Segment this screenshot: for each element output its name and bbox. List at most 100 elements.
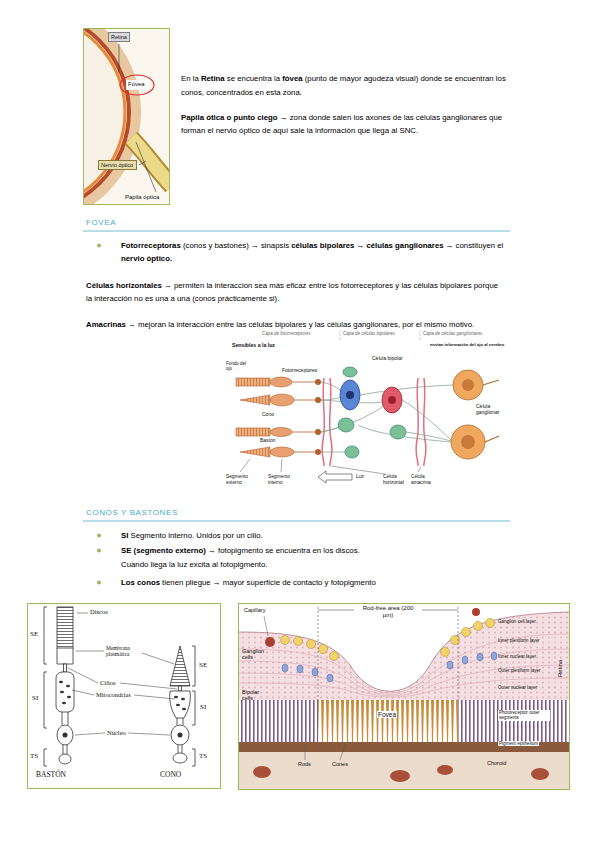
figure-label: Membrana plasmática — [106, 645, 142, 658]
bold-term: células bipolares — [291, 241, 354, 250]
bullet-dot — [97, 534, 101, 538]
rod-cone-drawing — [56, 672, 74, 712]
rod-cone-drawing — [177, 718, 183, 725]
rod-cone-drawing — [178, 745, 182, 753]
body-text: Cuando llega la luz excita al fotopigmen… — [121, 560, 268, 569]
retina-cell-diagram — [330, 378, 332, 466]
figure-label: Capillary — [244, 607, 265, 613]
fovea-cross-section — [238, 752, 569, 789]
retina-cell-diagram — [390, 425, 406, 439]
figure-label: Segmento externo — [226, 474, 256, 485]
retina-cell-diagram — [340, 331, 341, 341]
retina-cell-diagram — [346, 391, 354, 399]
bullet-item: SE (segmento externo)→ fotopigmento se e… — [121, 544, 521, 557]
retina-cell-diagram — [315, 449, 321, 455]
rod-cone-drawing — [64, 664, 67, 672]
bold-term: células ganglionares — [366, 241, 443, 250]
retina-cell-diagram — [270, 447, 294, 457]
figure-label: Núcleo — [107, 729, 126, 736]
figure-label: Cones — [332, 761, 348, 767]
body-text: se encuentra la — [227, 74, 280, 83]
callout-text: Nervio óptico — [101, 162, 133, 168]
callout-box: Nervio óptico — [98, 160, 137, 170]
figure-label: Choroid — [487, 760, 506, 766]
rod-cone-drawing — [63, 745, 67, 754]
retina-cell-diagram — [345, 446, 359, 458]
rod-cone-drawing — [57, 607, 73, 648]
body-text: → constituyen el — [446, 241, 504, 250]
fovea-cross-section — [486, 619, 495, 628]
rod-cone-drawing — [28, 604, 221, 789]
retina-cell-diagram — [382, 387, 402, 413]
rod-cone-drawing — [68, 613, 177, 735]
body-paragraph: Papila ótica o punto ciego→ zona donde s… — [181, 111, 511, 137]
figure-label: Célula ganglionar — [476, 404, 502, 416]
fovea-cross-section — [462, 656, 468, 664]
bold-term: SE (segmento externo) — [121, 546, 206, 555]
retina-cell-diagram — [236, 428, 270, 436]
fovea-cross-section — [238, 700, 318, 742]
bold-term: nervio óptico. — [121, 254, 172, 263]
retina-cell-diagram — [294, 400, 316, 401]
rod-cone-drawing — [181, 698, 185, 700]
retina-cell-diagram — [388, 396, 396, 404]
segment-mark: SI — [200, 703, 206, 711]
retina-cell-diagram — [340, 380, 360, 410]
fovea-cross-section — [474, 622, 483, 631]
section-heading: CONOS Y BASTONES — [86, 508, 178, 517]
layer-header: Capa de células bipolares — [343, 331, 395, 336]
rod-cone-drawing — [176, 704, 180, 706]
body-text: Segmento interno. Unidos por un cilio. — [130, 531, 262, 540]
rod-cone-drawing — [62, 702, 66, 704]
eye-callouts — [84, 29, 170, 205]
figure-label: Célula bipolar — [372, 356, 403, 362]
figure-label: Célula amacrina — [411, 474, 441, 485]
retina-cell-diagram — [420, 331, 421, 341]
bullet-item: Los conostienen pliegue → mayor superfic… — [121, 576, 521, 589]
body-text: tienen pliegue → mayor superficie de con… — [162, 578, 376, 587]
layer-label: Ganglion cell layer — [498, 619, 536, 624]
retina-cell-diagram — [294, 452, 316, 453]
rod-cone-drawing — [57, 648, 73, 664]
retina-cell-diagram — [338, 418, 354, 432]
body-text: (conos y bastones) → sinapsis — [183, 241, 289, 250]
fovea-cross-section — [281, 636, 290, 645]
fovea-cross-section — [491, 652, 497, 660]
figure-label: Ganglion cells — [242, 648, 270, 661]
section-rules — [83, 231, 510, 232]
fovea-cross-section — [264, 616, 345, 760]
rod-cone-drawing — [59, 754, 71, 764]
retina-cell-diagram — [343, 367, 357, 377]
eye-illustration — [84, 29, 129, 204]
rod-cone-drawing — [170, 691, 191, 718]
bold-term: Células horizontales — [86, 281, 162, 290]
retina-cell-diagram — [240, 395, 270, 405]
figure-label: envían información del ojo al cerebro — [430, 343, 504, 348]
rod-cone-drawing — [174, 696, 178, 698]
rod-cone-drawing — [182, 708, 186, 710]
layer-label: Inner plexiform layer — [498, 638, 540, 643]
fovea-cross-section — [472, 608, 480, 616]
retina-cell-diagram — [270, 428, 292, 437]
figure-label: Bastón — [260, 438, 276, 444]
layer-label: Pigment epithelium — [498, 741, 539, 746]
fovea-cross-section — [265, 637, 275, 647]
fovea-cross-section — [238, 612, 569, 700]
rod-cone-drawing — [67, 696, 71, 698]
bold-term: Papila ótica o punto ciego — [181, 113, 278, 122]
retina-cell-diagram — [318, 471, 352, 483]
bold-term: Retina — [201, 74, 225, 83]
fovea-cross-section — [330, 652, 339, 661]
figure-label: Célula horizontal — [383, 474, 409, 485]
figure-caption: CONO — [160, 771, 181, 780]
retina-cell-diagram — [322, 378, 324, 466]
body-paragraph: En laRetinase encuentra lafóvea(punto de… — [181, 72, 526, 100]
fovea-cross-section — [282, 652, 497, 682]
figure-caption: BASTÓN — [36, 771, 66, 780]
layer-label: Outer nuclear layer — [498, 685, 537, 690]
figure-label: Cilios — [100, 679, 116, 686]
layer-label: Photoreceptor outer segments — [498, 710, 550, 721]
fovea-cross-section — [238, 742, 569, 752]
section-heading: FOVEA — [86, 218, 116, 227]
rod-cone-drawing — [57, 725, 73, 745]
